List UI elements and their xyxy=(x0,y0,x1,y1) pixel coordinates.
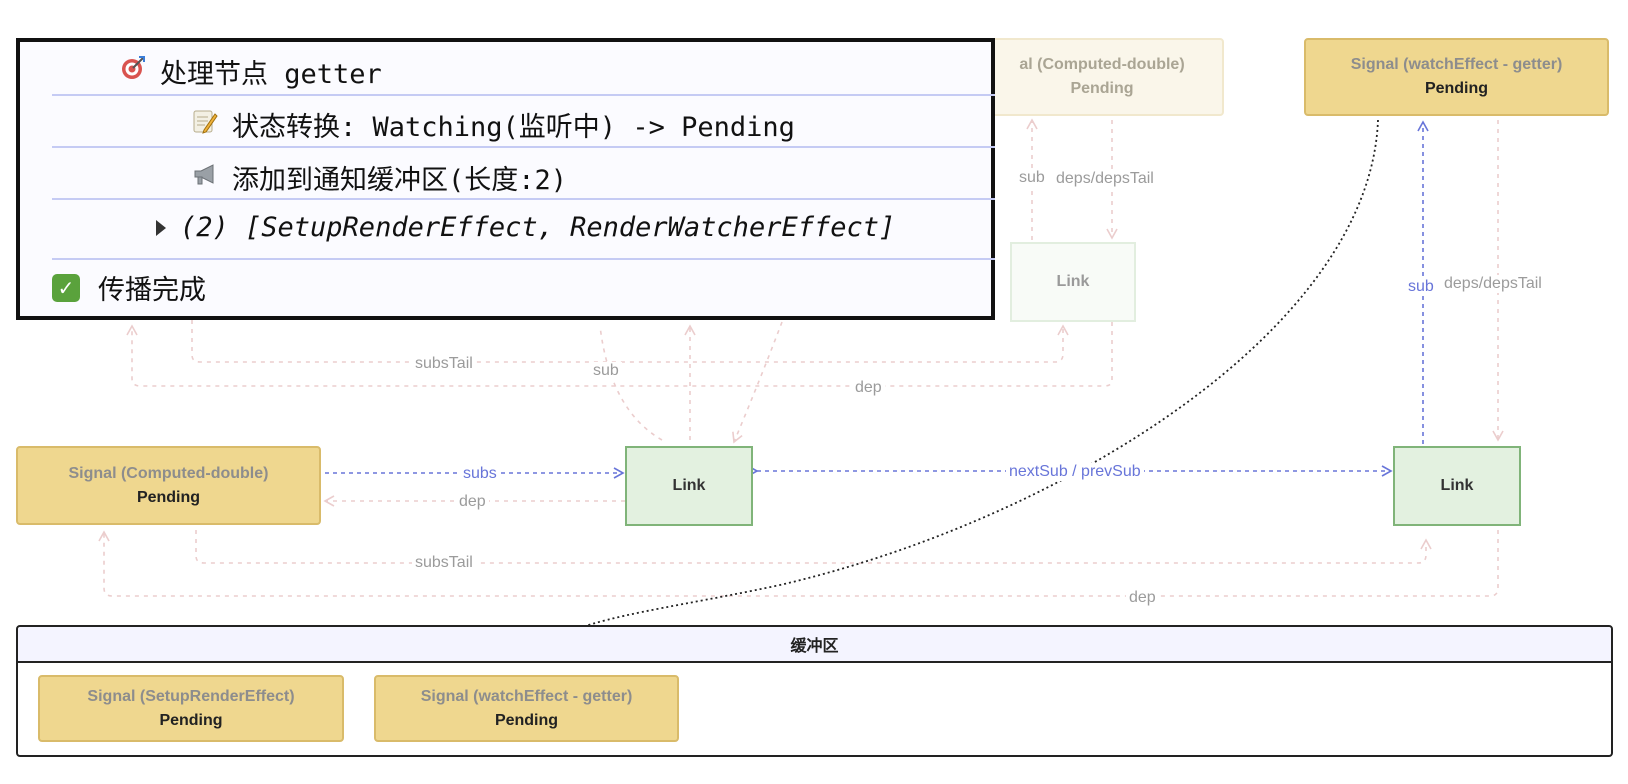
edge-label-sub-top: sub xyxy=(1016,169,1048,187)
link-label: Link xyxy=(1440,477,1474,494)
target-icon xyxy=(120,55,146,88)
link-label: Link xyxy=(672,477,706,494)
link-center[interactable]: Link xyxy=(625,446,753,526)
edge-dep-upper xyxy=(126,322,1113,387)
console-text: 处理节点 getter xyxy=(160,59,382,90)
console-text: 传播完成 xyxy=(98,275,206,306)
checkmark-icon: ✓ xyxy=(52,273,80,302)
signal-title: Signal (SetupRenderEffect) xyxy=(87,687,295,705)
signal-status: Pending xyxy=(136,488,201,506)
console-text: (2) [SetupRenderEffect, RenderWatcherEff… xyxy=(180,212,896,243)
console-line-array[interactable]: (2) [SetupRenderEffect, RenderWatcherEff… xyxy=(156,212,895,243)
buffer-title: 缓冲区 xyxy=(18,627,1611,663)
signal-title: Signal (watchEffect - getter) xyxy=(1350,56,1563,73)
link-label: Link xyxy=(1056,273,1090,290)
console-line-done: ✓ 传播完成 xyxy=(52,268,206,307)
edge-substail-lower xyxy=(195,530,1432,564)
edge-label-subs-mid: subs xyxy=(460,465,500,483)
signal-computed-mid[interactable]: Signal (Computed-double) Pending xyxy=(16,446,321,525)
edge-label-sub-upper: sub xyxy=(590,362,622,380)
buffer-item-watcheffect[interactable]: Signal (watchEffect - getter) Pending xyxy=(374,675,679,742)
edge-label-nextsub: nextSub / prevSub xyxy=(1006,463,1144,481)
edge-sub-upper xyxy=(599,325,663,441)
expand-triangle-icon[interactable] xyxy=(156,219,166,236)
signal-status: Pending xyxy=(1070,80,1134,97)
edge-label-substail-upper: subsTail xyxy=(412,355,476,373)
console-line-state-transition: 状态转换: Watching(监听中) -> Pending xyxy=(192,105,795,144)
buffer-item-setup-render[interactable]: Signal (SetupRenderEffect) Pending xyxy=(38,675,344,742)
memo-icon xyxy=(192,108,218,141)
signal-computed-top[interactable]: al (Computed-double) Pending xyxy=(980,38,1224,116)
signal-watcheffect-top[interactable]: Signal (watchEffect - getter) Pending xyxy=(1304,38,1609,116)
faint-edges xyxy=(98,118,1504,597)
signal-title: al (Computed-double) xyxy=(1019,56,1185,73)
console-text: 添加到通知缓冲区(长度:2) xyxy=(232,165,568,196)
edge-label-sub-right: sub xyxy=(1405,278,1437,296)
edge-label-dep-upper: dep xyxy=(852,379,885,397)
console-line-process-node: 处理节点 getter xyxy=(120,52,382,91)
link-right[interactable]: Link xyxy=(1393,446,1521,526)
link-top-right[interactable]: Link xyxy=(1010,242,1136,322)
edge-label-deps-right: deps/depsTail xyxy=(1441,275,1545,293)
edge-curve-right xyxy=(732,321,783,444)
console-log-panel: 处理节点 getter 状态转换: Watching(监听中) -> Pendi… xyxy=(16,38,995,320)
signal-status: Pending xyxy=(1424,80,1489,97)
signal-status: Pending xyxy=(159,711,223,729)
edge-label-dep-mid: dep xyxy=(456,493,489,511)
edge-dep-lower xyxy=(98,530,1499,597)
megaphone-icon xyxy=(192,161,218,194)
console-text: 状态转换: Watching(监听中) -> Pending xyxy=(232,112,795,143)
console-line-add-buffer: 添加到通知缓冲区(长度:2) xyxy=(192,158,567,197)
signal-title: Signal (watchEffect - getter) xyxy=(420,687,633,705)
edge-substail-upper xyxy=(191,320,1069,363)
edge-label-substail-lower: subsTail xyxy=(412,554,476,572)
signal-status: Pending xyxy=(494,711,559,729)
edge-to-buffer xyxy=(523,119,1379,670)
edge-label-deps-top: deps/depsTail xyxy=(1053,170,1157,188)
edge-label-dep-lower: dep xyxy=(1126,589,1159,607)
signal-title: Signal (Computed-double) xyxy=(68,464,269,482)
buffer-container: 缓冲区 xyxy=(16,625,1613,757)
